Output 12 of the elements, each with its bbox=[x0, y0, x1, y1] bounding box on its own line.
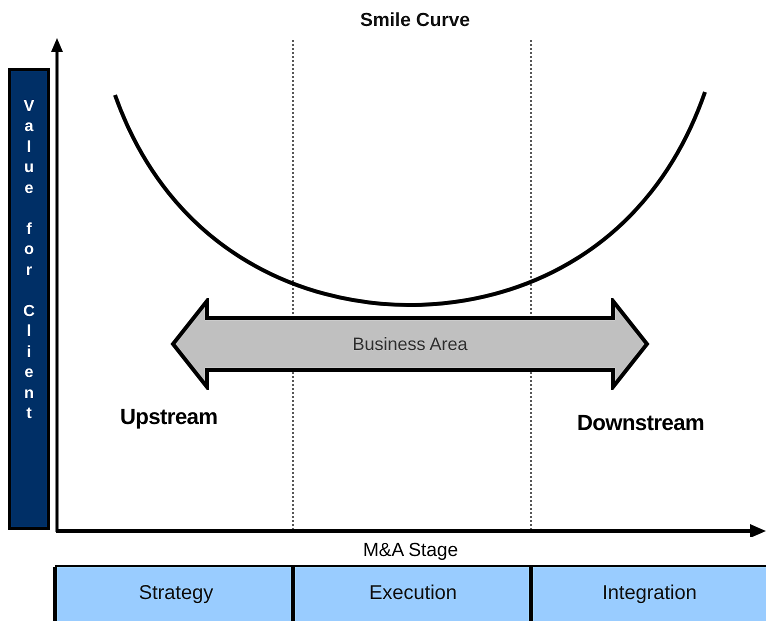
stage-box bbox=[529, 567, 766, 621]
stage-label: Execution bbox=[369, 582, 457, 604]
arrow-label: Business Area bbox=[352, 334, 468, 354]
band-label: M&A Stage bbox=[362, 540, 458, 562]
axis-label-bar bbox=[8, 68, 50, 530]
stage-label: Strategy bbox=[138, 582, 214, 604]
axis-label: Value for Client bbox=[22, 97, 36, 424]
stage-label: Integration bbox=[602, 582, 697, 604]
stage-box bbox=[291, 567, 531, 621]
side-label: Upstream bbox=[120, 404, 218, 430]
diagram-title: Smile Curve bbox=[359, 10, 471, 32]
side-label: Downstream bbox=[577, 410, 704, 436]
